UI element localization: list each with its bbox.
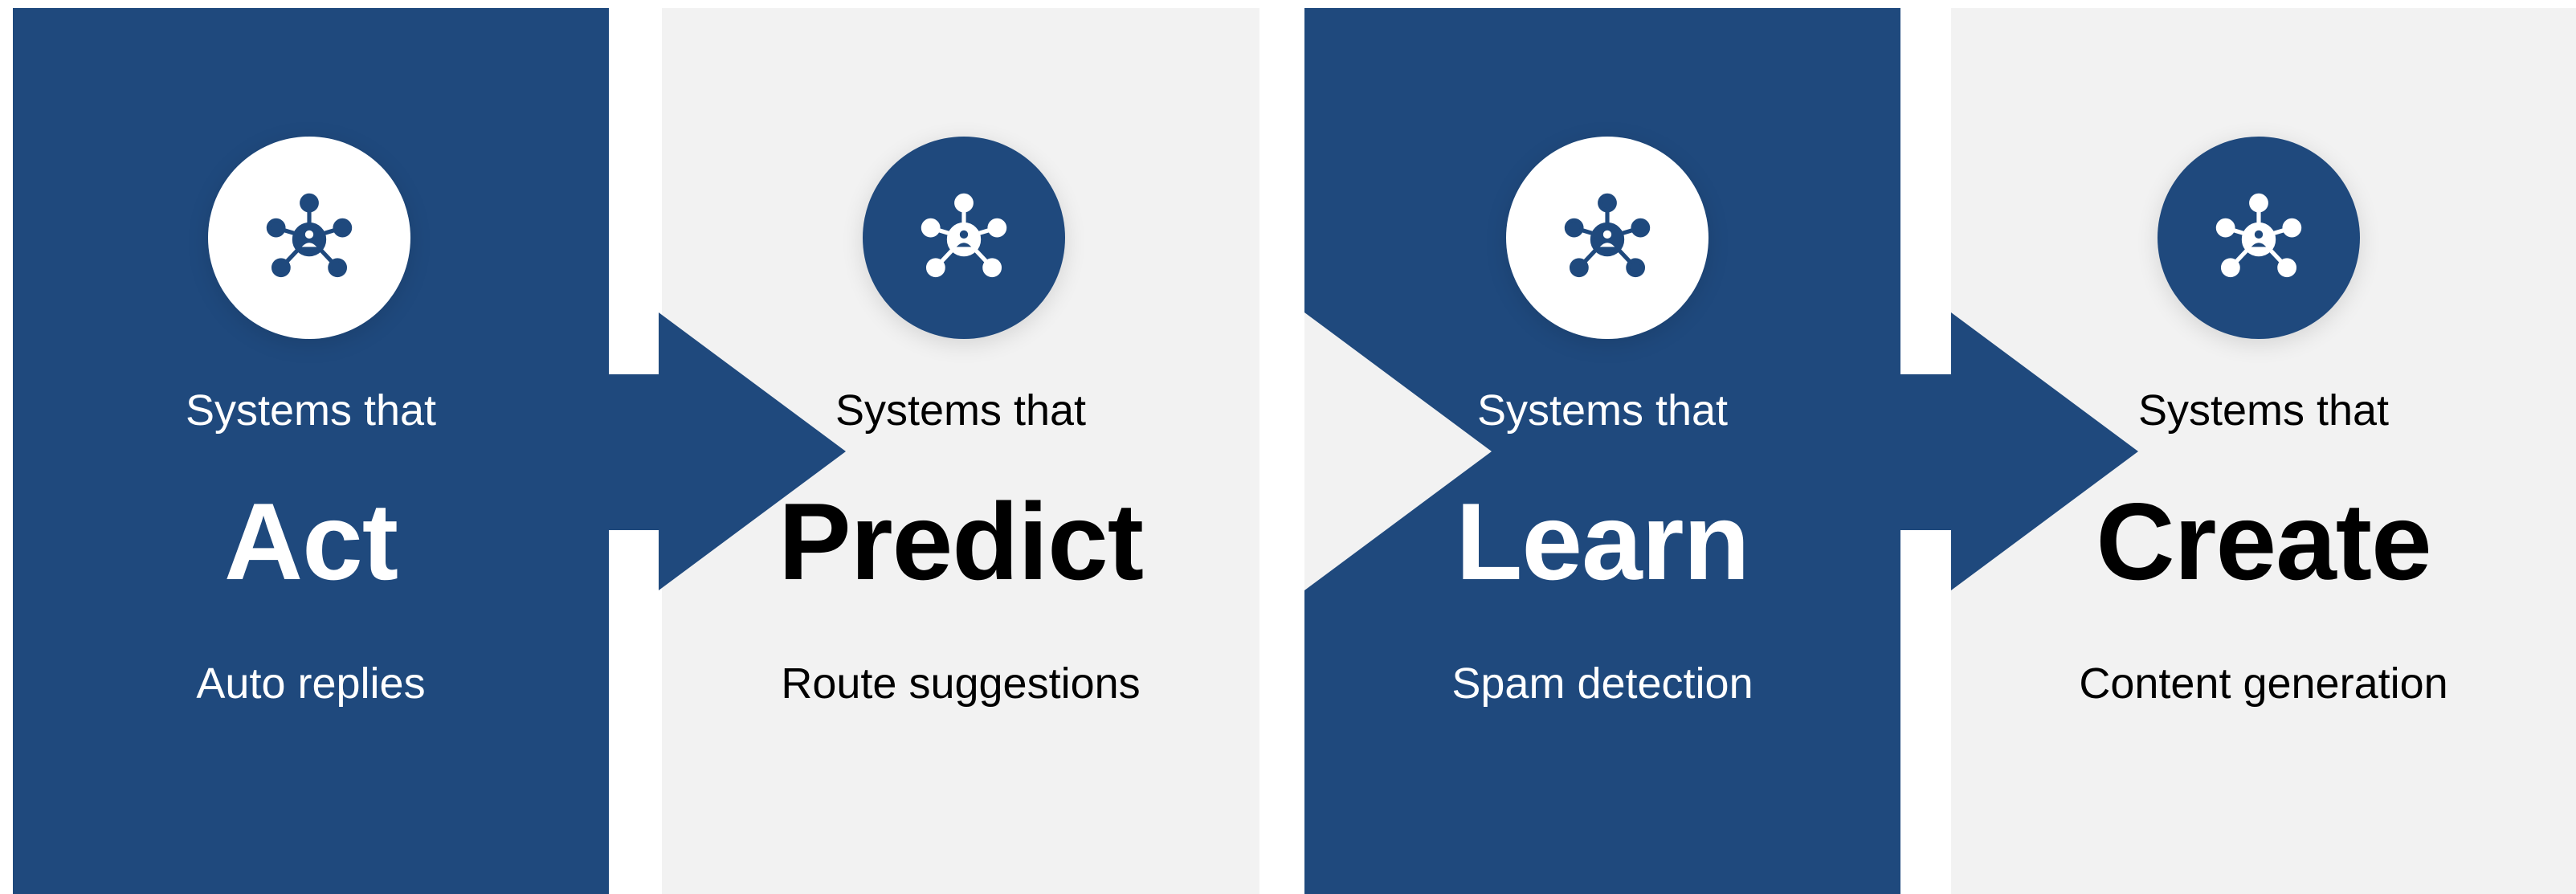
stage-panel-act: Systems that Act Auto replies (13, 8, 609, 894)
network-hub-icon (266, 193, 353, 278)
icon-circle (863, 137, 1065, 339)
icon-circle (1506, 137, 1708, 339)
stage-panel-predict: Systems that Predict Route suggestions (662, 8, 1259, 894)
network-hub-icon (2215, 193, 2302, 278)
icon-circle (2158, 137, 2360, 339)
network-hub-icon (921, 193, 1007, 278)
stage-panel-create: Systems that Create Content generation (1951, 8, 2576, 894)
network-hub-icon (1564, 193, 1651, 278)
icon-circle (208, 137, 410, 339)
stage-panel-learn: Systems that Learn Spam detection (1304, 8, 1900, 894)
